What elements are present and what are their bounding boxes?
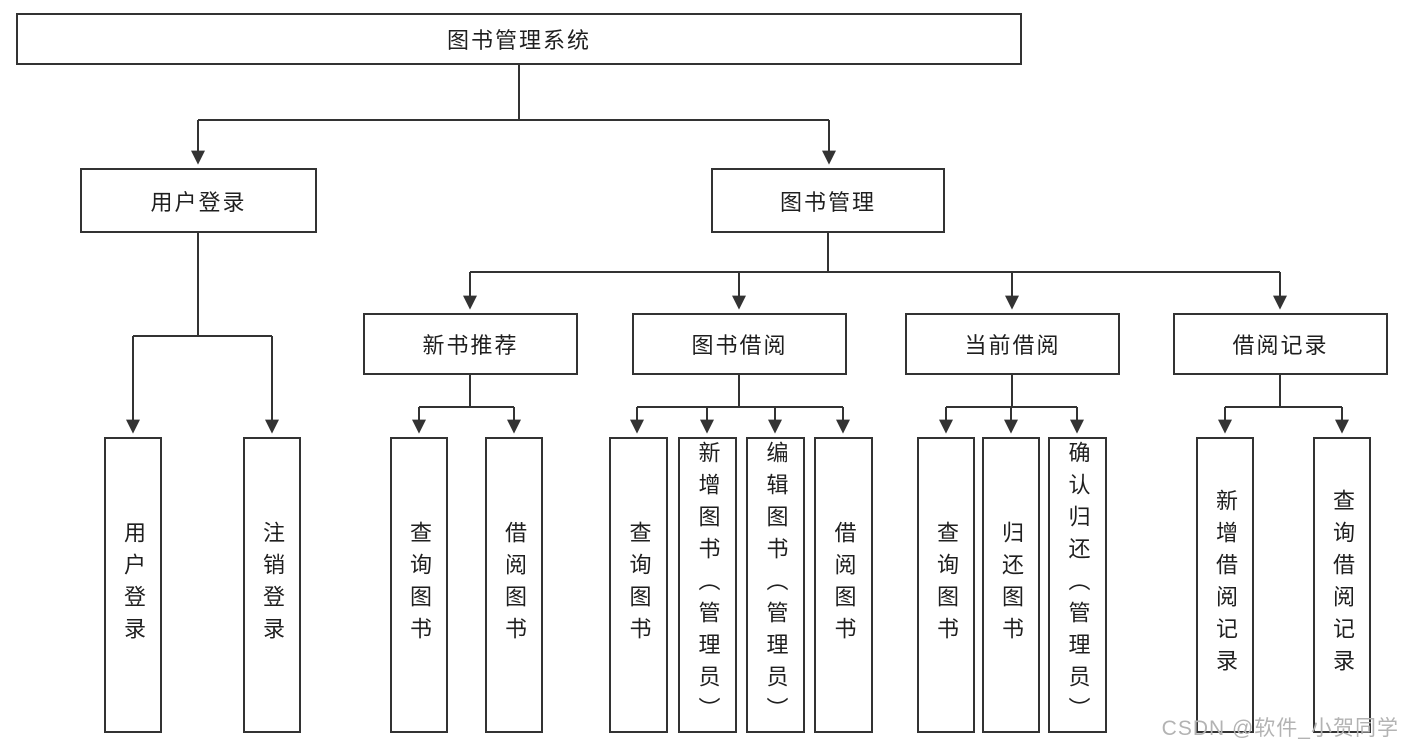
leaf-cb-query-books-label: 查询图书 bbox=[934, 521, 959, 649]
leaf-bb-edit-books-label: 编辑图书（管理员） bbox=[763, 441, 789, 729]
leaf-user-login: 用户登录 bbox=[104, 437, 162, 733]
csdn-watermark: CSDN @软件_小贺同学 bbox=[1161, 717, 1399, 740]
leaf-bb-add-books-label: 新增图书（管理员） bbox=[695, 441, 721, 729]
node-book-mgmt-label: 图书管理 bbox=[779, 189, 876, 215]
leaf-logout: 注销登录 bbox=[243, 437, 301, 733]
leaf-br-query-record: 查询借阅记录 bbox=[1313, 437, 1371, 733]
node-book-mgmt: 图书管理 bbox=[711, 168, 945, 233]
leaf-bb-borrow-books-label: 借阅图书 bbox=[831, 521, 857, 649]
node-current-borrow-label: 当前借阅 bbox=[964, 333, 1061, 358]
node-user-login: 用户登录 bbox=[80, 168, 317, 233]
leaf-br-add-record-label: 新增借阅记录 bbox=[1213, 489, 1238, 681]
leaf-br-add-record: 新增借阅记录 bbox=[1196, 437, 1254, 733]
leaf-nbr-borrow-books: 借阅图书 bbox=[485, 437, 543, 733]
leaf-bb-query-books: 查询图书 bbox=[609, 437, 668, 733]
leaf-br-query-record-label: 查询借阅记录 bbox=[1330, 489, 1355, 681]
leaf-cb-query-books: 查询图书 bbox=[917, 437, 975, 733]
leaf-cb-confirm-return: 确认归还（管理员） bbox=[1048, 437, 1107, 733]
leaf-cb-return-books: 归还图书 bbox=[982, 437, 1040, 733]
node-borrow-records-label: 借阅记录 bbox=[1232, 333, 1329, 358]
leaf-nbr-query-books-label: 查询图书 bbox=[407, 521, 432, 649]
leaf-bb-edit-books: 编辑图书（管理员） bbox=[746, 437, 805, 733]
node-new-book-rec-label: 新书推荐 bbox=[422, 333, 519, 358]
leaf-nbr-query-books: 查询图书 bbox=[390, 437, 448, 733]
leaf-cb-return-books-label: 归还图书 bbox=[999, 521, 1024, 649]
node-new-book-rec: 新书推荐 bbox=[363, 313, 578, 375]
leaf-user-login-label: 用户登录 bbox=[121, 521, 146, 649]
node-book-borrow-label: 图书借阅 bbox=[691, 333, 788, 358]
leaf-bb-add-books: 新增图书（管理员） bbox=[678, 437, 737, 733]
leaf-bb-query-books-label: 查询图书 bbox=[626, 521, 652, 649]
leaf-logout-label: 注销登录 bbox=[260, 521, 285, 649]
node-root: 图书管理系统 bbox=[16, 13, 1022, 65]
node-current-borrow: 当前借阅 bbox=[905, 313, 1120, 375]
node-root-label: 图书管理系统 bbox=[446, 28, 591, 53]
node-borrow-records: 借阅记录 bbox=[1173, 313, 1388, 375]
leaf-bb-borrow-books: 借阅图书 bbox=[814, 437, 873, 733]
leaf-nbr-borrow-books-label: 借阅图书 bbox=[502, 521, 527, 649]
node-book-borrow: 图书借阅 bbox=[632, 313, 847, 375]
node-user-login-label: 用户登录 bbox=[150, 189, 247, 215]
leaf-cb-confirm-return-label: 确认归还（管理员） bbox=[1065, 441, 1091, 729]
